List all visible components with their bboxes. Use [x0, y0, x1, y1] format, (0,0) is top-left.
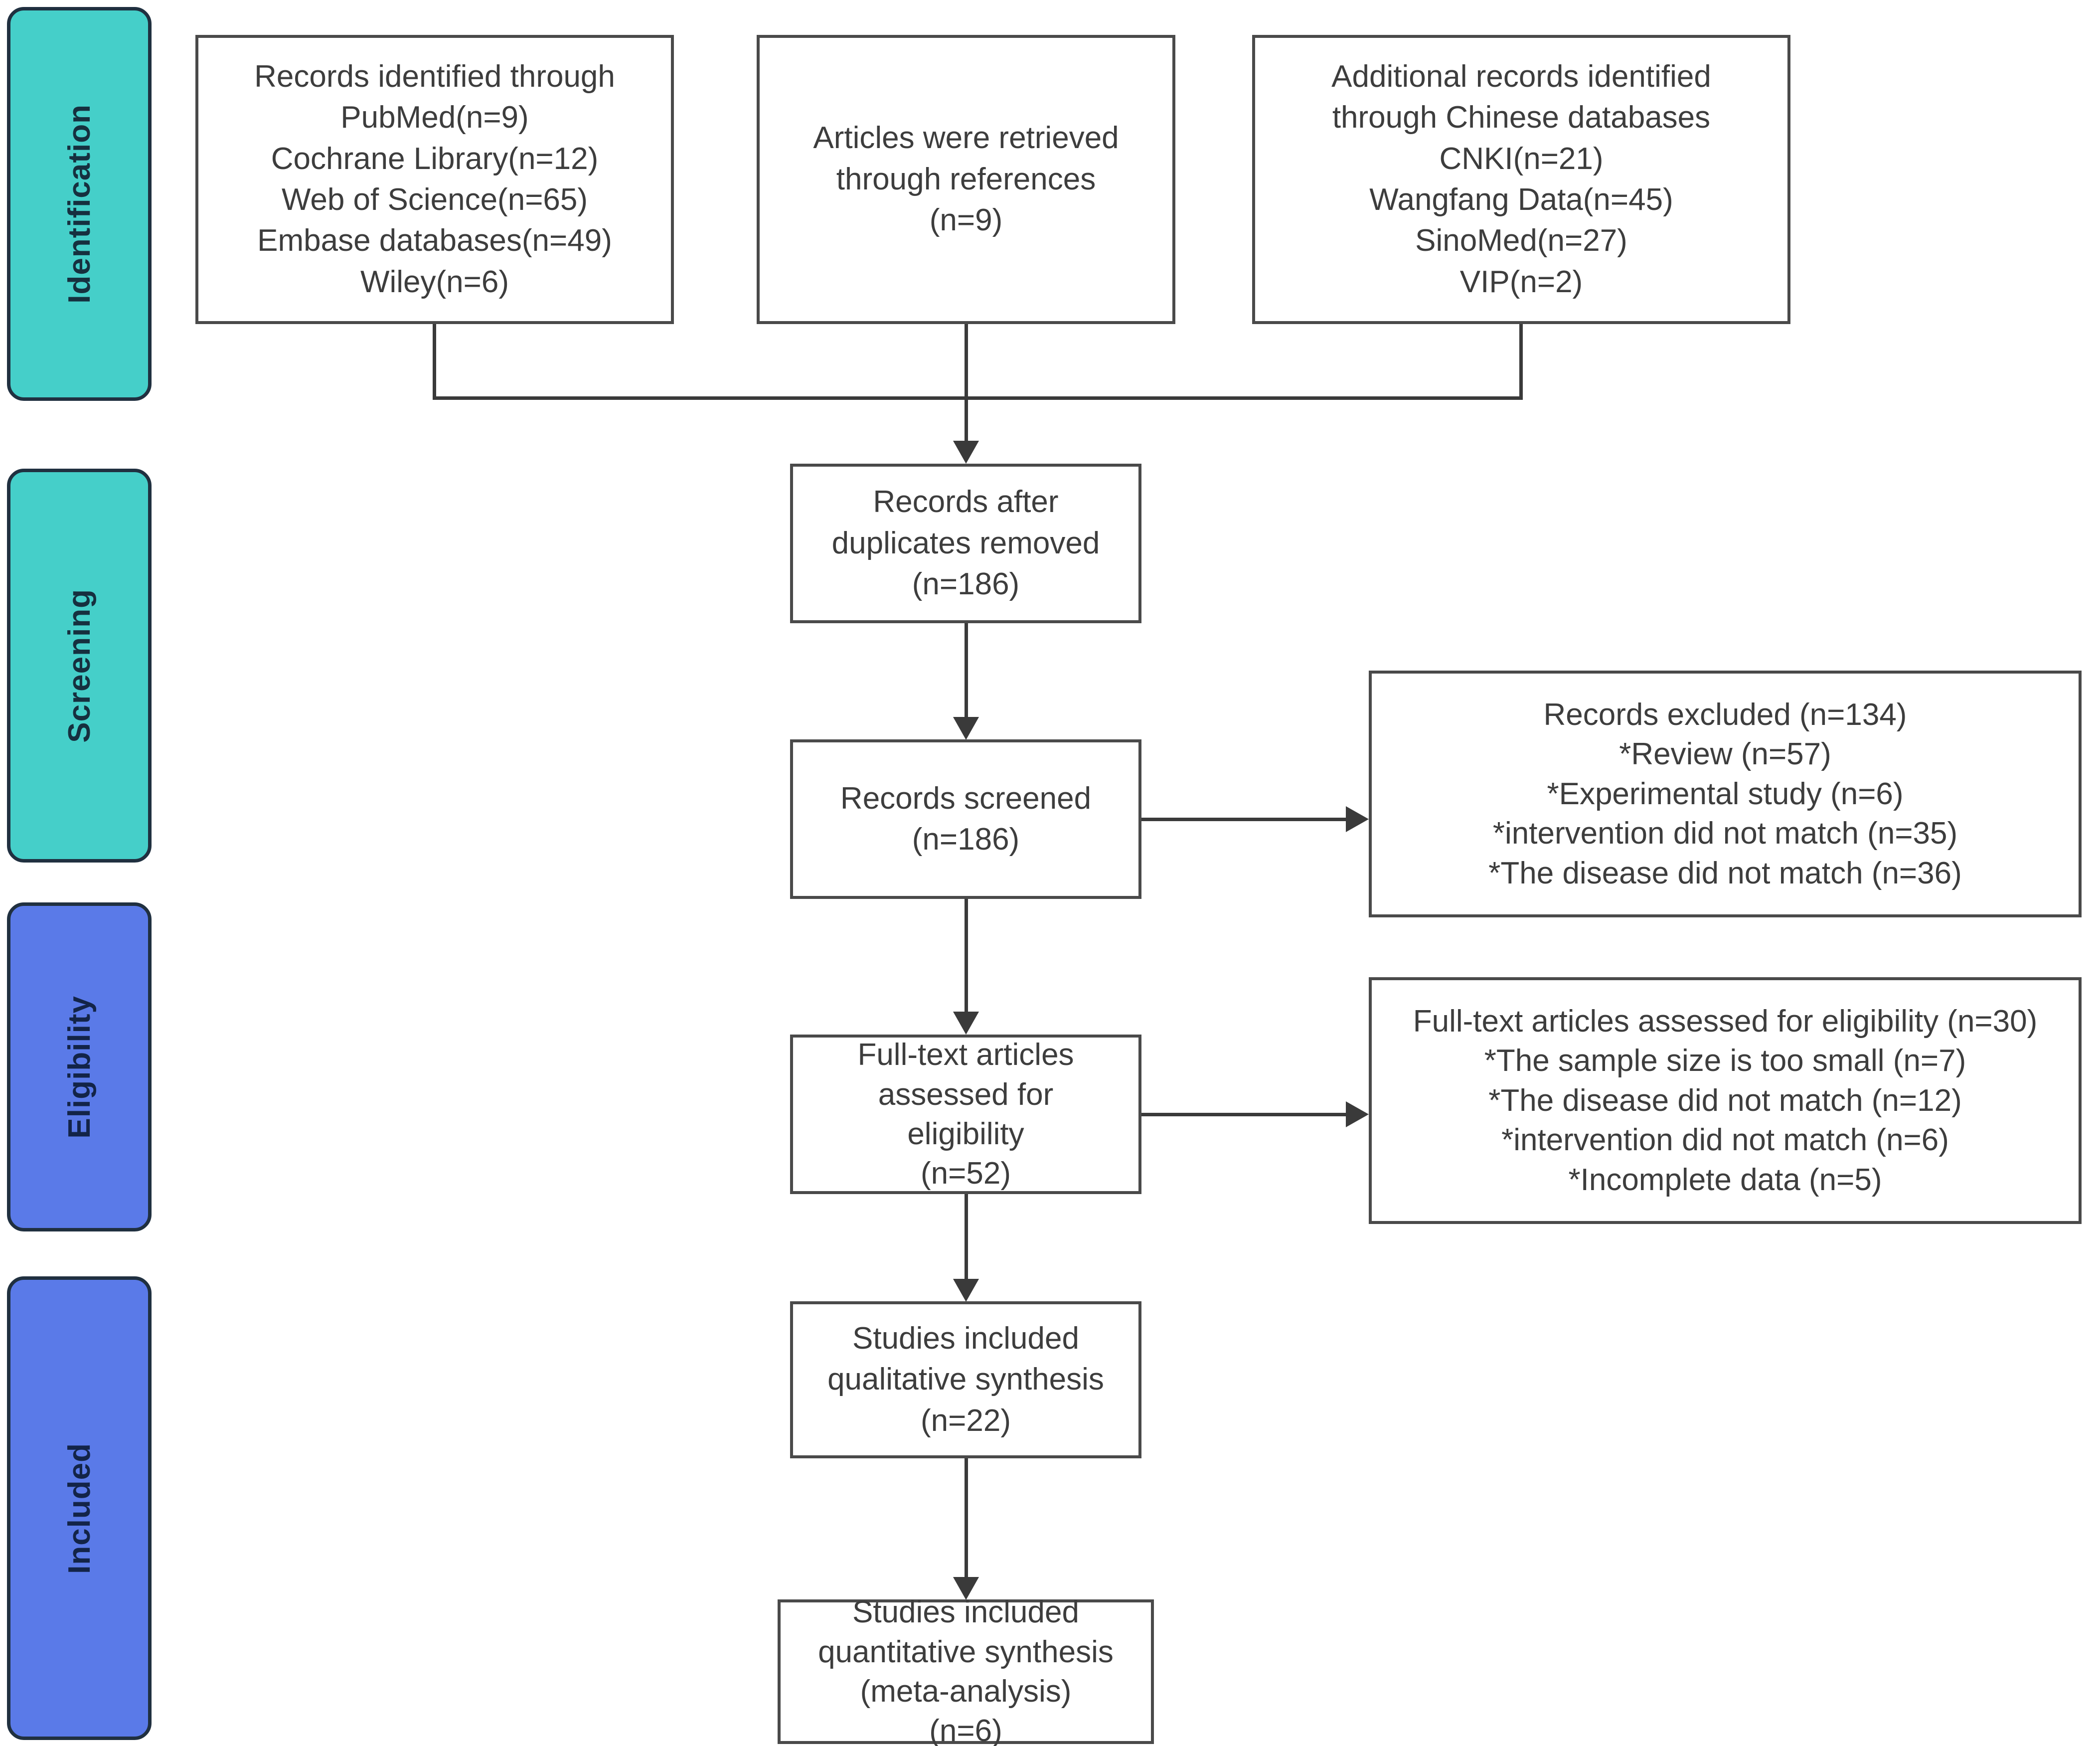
box-articles-references-text: Articles were retrieved through referenc…: [813, 121, 1119, 238]
stage-eligibility: Eligibility: [7, 902, 152, 1231]
box-qualitative-synthesis-text: Studies included qualitative synthesis (…: [827, 1321, 1104, 1438]
connector-fulltext-to-excluded: [1141, 1113, 1346, 1116]
stage-included-label: Included: [62, 1442, 97, 1574]
stage-eligibility-label: Eligibility: [62, 995, 97, 1139]
box-records-excluded: Records excluded (n=134) *Review (n=57) …: [1369, 671, 2082, 917]
box-records-after-duplicates: Records after duplicates removed (n=186): [790, 464, 1141, 623]
connector-duplicates-to-screened: [965, 623, 968, 718]
connector-screened-to-excluded: [1141, 818, 1346, 821]
stage-identification: Identification: [7, 7, 152, 401]
box-records-screened: Records screened (n=186): [790, 739, 1141, 899]
box-quantitative-synthesis: Studies included quantitative synthesis …: [778, 1595, 1154, 1746]
arrow-to-records-screened: [953, 717, 979, 740]
arrow-to-quantitative: [953, 1577, 979, 1600]
box-fulltext-assessed-text: Full-text articles assessed for eligibil…: [857, 1038, 1074, 1191]
connector-left-identification-down: [433, 324, 436, 400]
arrow-to-fulltext-excluded: [1346, 1101, 1369, 1127]
box-fulltext-assessed: Full-text articles assessed for eligibil…: [790, 1035, 1141, 1194]
stage-screening: Screening: [7, 469, 152, 863]
box-fulltext-excluded-text: Full-text articles assessed for eligibil…: [1413, 1004, 2038, 1197]
box-records-identified-text: Records identified through PubMed(n=9) C…: [254, 59, 615, 299]
connector-fulltext-to-qualitative: [965, 1194, 968, 1280]
box-articles-references: Articles were retrieved through referenc…: [757, 35, 1175, 324]
box-fulltext-excluded: Full-text articles assessed for eligibil…: [1369, 977, 2082, 1224]
box-records-identified: Records identified through PubMed(n=9) C…: [195, 35, 674, 324]
connector-identification-merge-bar: [433, 396, 1523, 400]
box-quantitative-synthesis-text: Studies included quantitative synthesis …: [818, 1595, 1114, 1746]
box-records-excluded-text: Records excluded (n=134) *Review (n=57) …: [1488, 698, 1962, 890]
box-records-screened-text: Records screened (n=186): [840, 781, 1092, 857]
connector-qualitative-to-quantitative: [965, 1458, 968, 1578]
box-additional-records-text: Additional records identified through Ch…: [1331, 59, 1711, 299]
box-records-after-duplicates-text: Records after duplicates removed (n=186): [831, 485, 1100, 602]
stage-included: Included: [7, 1276, 152, 1740]
arrow-to-records-excluded: [1346, 806, 1369, 832]
connector-right-identification-down: [1519, 324, 1523, 400]
box-additional-records: Additional records identified through Ch…: [1252, 35, 1790, 324]
box-qualitative-synthesis: Studies included qualitative synthesis (…: [790, 1301, 1141, 1458]
arrow-to-qualitative: [953, 1279, 979, 1302]
connector-screened-to-fulltext: [965, 899, 968, 1013]
arrow-to-records-after-duplicates: [953, 441, 979, 464]
arrow-to-fulltext-assessed: [953, 1012, 979, 1035]
stage-screening-label: Screening: [62, 588, 97, 743]
connector-center-identification-down: [965, 324, 968, 442]
stage-identification-label: Identification: [62, 104, 97, 304]
